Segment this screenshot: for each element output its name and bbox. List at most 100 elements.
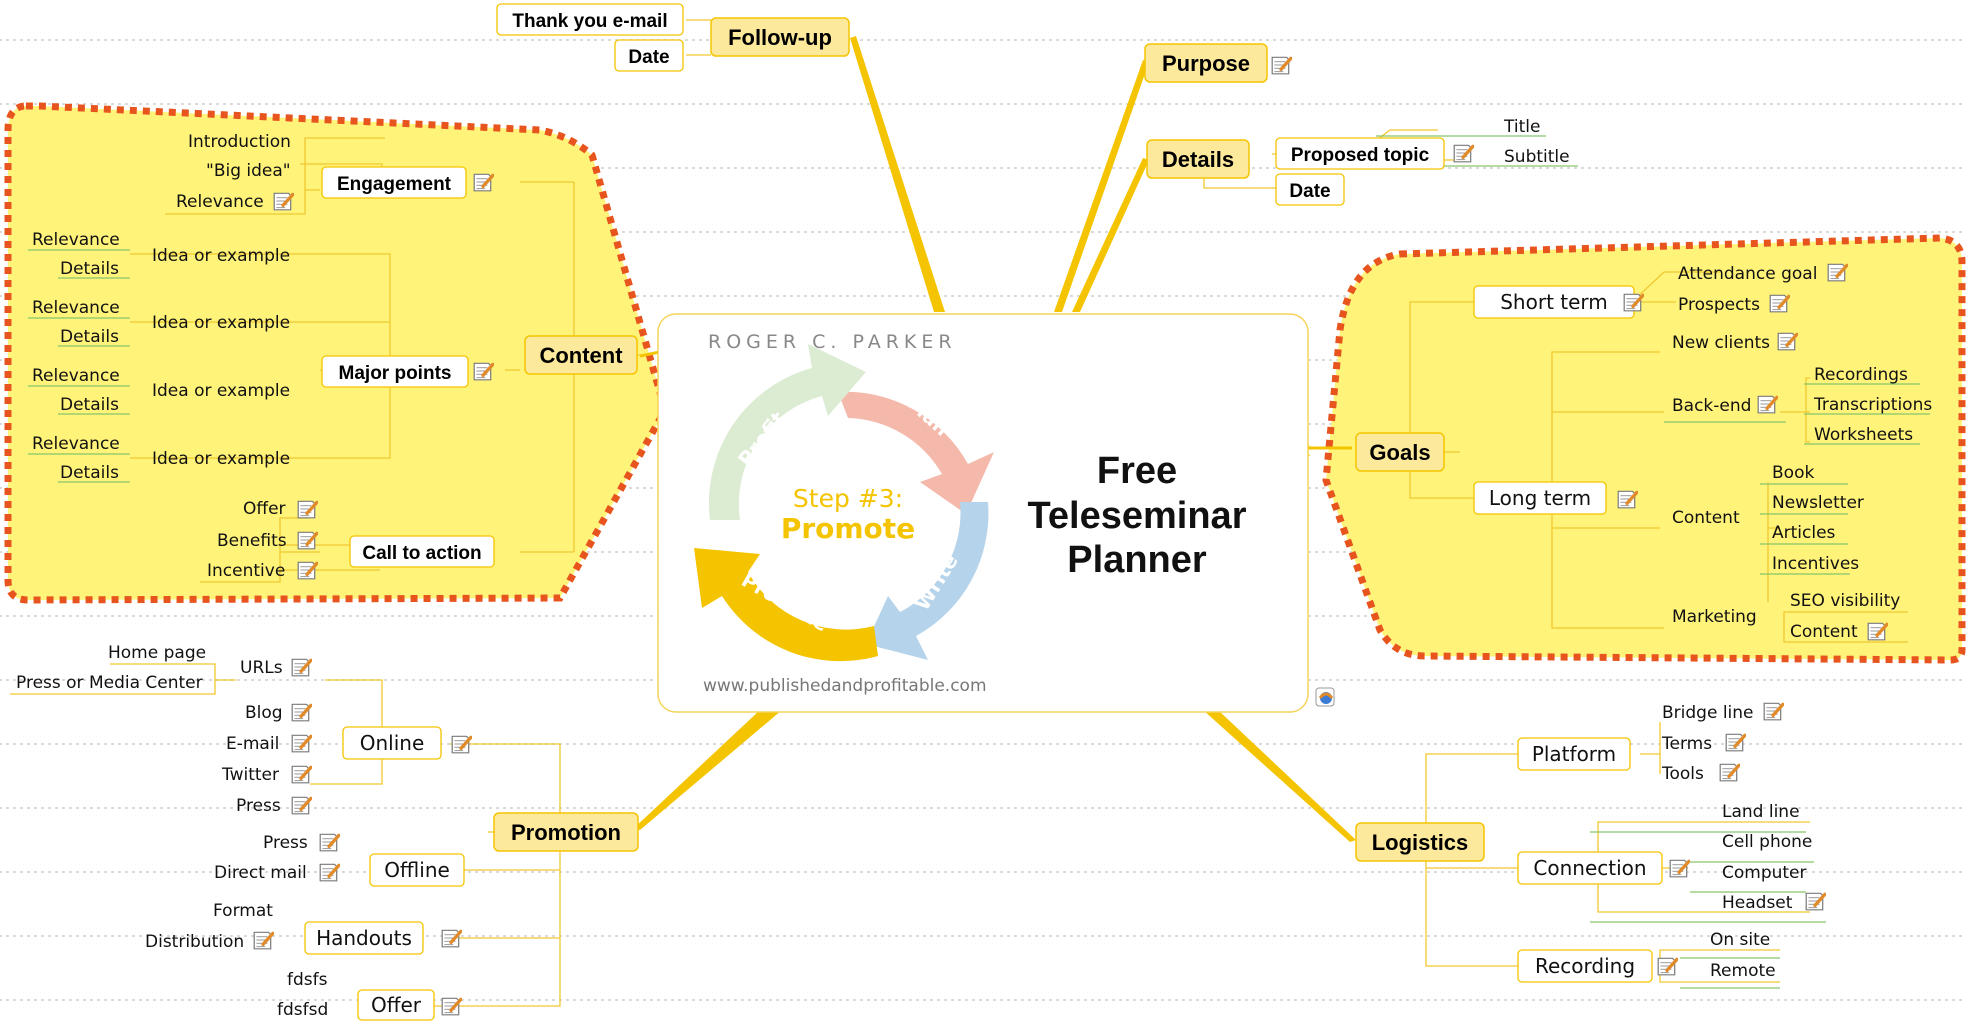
major-point-3-idea[interactable]: Idea or example [152,381,290,401]
offline-direct-mail[interactable]: Direct mail [214,863,307,883]
offer-fdsfsd[interactable]: fdsfsd [277,1000,328,1020]
short-term-attendance-goal[interactable]: Attendance goal [1678,264,1817,284]
note-icon[interactable] [290,702,312,723]
marketing-content[interactable]: Content [1790,622,1858,642]
note-icon[interactable] [1866,621,1888,642]
major-point-1-idea[interactable]: Idea or example [152,246,290,266]
topic-logistics[interactable]: Logistics [1355,822,1485,862]
topic-purpose[interactable]: Purpose [1144,43,1268,83]
back-end-worksheets[interactable]: Worksheets [1814,425,1913,445]
urls-home-page[interactable]: Home page [108,643,206,663]
back-end-recordings[interactable]: Recordings [1814,365,1908,385]
note-icon[interactable] [1616,489,1638,510]
content-newsletter[interactable]: Newsletter [1772,493,1864,513]
platform-label[interactable]: Platform [1532,742,1616,766]
online-twitter[interactable]: Twitter [221,765,279,785]
note-icon[interactable] [472,361,494,382]
connection-label[interactable]: Connection [1533,856,1646,880]
follow-up-item-date[interactable]: Date [628,47,669,68]
offer-fdsfs[interactable]: fdsfs [287,970,328,990]
note-icon[interactable] [296,499,318,520]
major-point-4-relevance[interactable]: Relevance [32,434,120,454]
offline-press[interactable]: Press [263,833,308,853]
engagement-relevance[interactable]: Relevance [176,192,264,212]
long-term-label[interactable]: Long term [1489,486,1591,510]
offer-label[interactable]: Offer [371,993,422,1017]
recording-label[interactable]: Recording [1535,954,1635,978]
topic-follow-up[interactable]: Follow-up [710,17,850,57]
online-label[interactable]: Online [360,731,425,755]
connection-headset[interactable]: Headset [1722,893,1793,913]
details-proposed-topic[interactable]: Proposed topic [1291,145,1430,166]
call-to-action-label[interactable]: Call to action [362,543,481,564]
note-icon[interactable] [318,832,340,853]
long-term-back-end[interactable]: Back-end [1672,396,1751,416]
note-icon[interactable] [1776,331,1798,352]
note-icon[interactable] [472,172,494,193]
major-point-3-details[interactable]: Details [60,395,119,415]
note-icon[interactable] [1668,858,1690,879]
note-icon[interactable] [450,734,472,755]
note-icon[interactable] [1724,732,1746,753]
note-icon[interactable] [1768,293,1790,314]
topic-goals[interactable]: Goals [1355,432,1445,472]
offline-label[interactable]: Offline [384,858,450,882]
note-icon[interactable] [1270,55,1292,76]
back-end-transcriptions[interactable]: Transcriptions [1813,395,1932,415]
online-email[interactable]: E-mail [226,734,279,754]
topic-details[interactable]: Details [1146,139,1250,179]
urls-press-media-center[interactable]: Press or Media Center [16,673,203,693]
handouts-label[interactable]: Handouts [316,926,412,950]
note-icon[interactable] [290,657,312,678]
cta-benefits[interactable]: Benefits [217,531,287,551]
note-icon[interactable] [296,530,318,551]
note-icon[interactable] [440,928,462,949]
platform-terms[interactable]: Terms [1661,734,1712,754]
connection-land-line[interactable]: Land line [1722,802,1800,822]
long-term-new-clients[interactable]: New clients [1672,333,1770,353]
cta-incentive[interactable]: Incentive [207,561,285,581]
platform-bridge-line[interactable]: Bridge line [1662,703,1754,723]
short-term-prospects[interactable]: Prospects [1678,295,1760,315]
online-urls[interactable]: URLs [240,658,283,678]
engagement-introduction[interactable]: Introduction [188,132,291,152]
note-icon[interactable] [1804,891,1826,912]
major-point-4-details[interactable]: Details [60,463,119,483]
note-icon[interactable] [1762,701,1784,722]
topic-title-item[interactable]: Title [1503,117,1540,137]
note-icon[interactable] [440,996,462,1017]
major-points-label[interactable]: Major points [339,363,452,384]
major-point-2-details[interactable]: Details [60,327,119,347]
note-icon[interactable] [290,733,312,754]
follow-up-item-thank-you[interactable]: Thank you e-mail [512,11,667,32]
note-icon[interactable] [1622,292,1644,313]
major-point-1-details[interactable]: Details [60,259,119,279]
content-articles[interactable]: Articles [1772,523,1836,543]
details-date[interactable]: Date [1289,181,1330,202]
note-icon[interactable] [1452,143,1474,164]
content-book[interactable]: Book [1772,463,1814,483]
note-icon[interactable] [252,930,274,951]
content-incentives[interactable]: Incentives [1772,554,1859,574]
connection-cell-phone[interactable]: Cell phone [1722,832,1812,852]
major-point-2-relevance[interactable]: Relevance [32,298,120,318]
recording-remote[interactable]: Remote [1710,961,1776,981]
long-term-content[interactable]: Content [1672,508,1740,528]
platform-tools[interactable]: Tools [1661,764,1704,784]
marketing-seo-visibility[interactable]: SEO visibility [1790,591,1900,611]
handouts-format[interactable]: Format [213,901,273,921]
note-icon[interactable] [290,795,312,816]
major-point-1-relevance[interactable]: Relevance [32,230,120,250]
major-point-3-relevance[interactable]: Relevance [32,366,120,386]
handouts-distribution[interactable]: Distribution [145,932,244,952]
engagement-label[interactable]: Engagement [337,174,452,195]
note-icon[interactable] [1656,956,1678,977]
note-icon[interactable] [296,560,318,581]
central-topic-card[interactable]: ROGER C. PARKER www.publishedandprofitab… [657,313,1309,713]
online-blog[interactable]: Blog [245,703,283,723]
topic-content[interactable]: Content [524,335,638,375]
topic-subtitle-item[interactable]: Subtitle [1504,147,1570,167]
topic-promotion[interactable]: Promotion [493,812,639,852]
note-icon[interactable] [1826,262,1848,283]
engagement-big-idea[interactable]: "Big idea" [206,161,291,181]
